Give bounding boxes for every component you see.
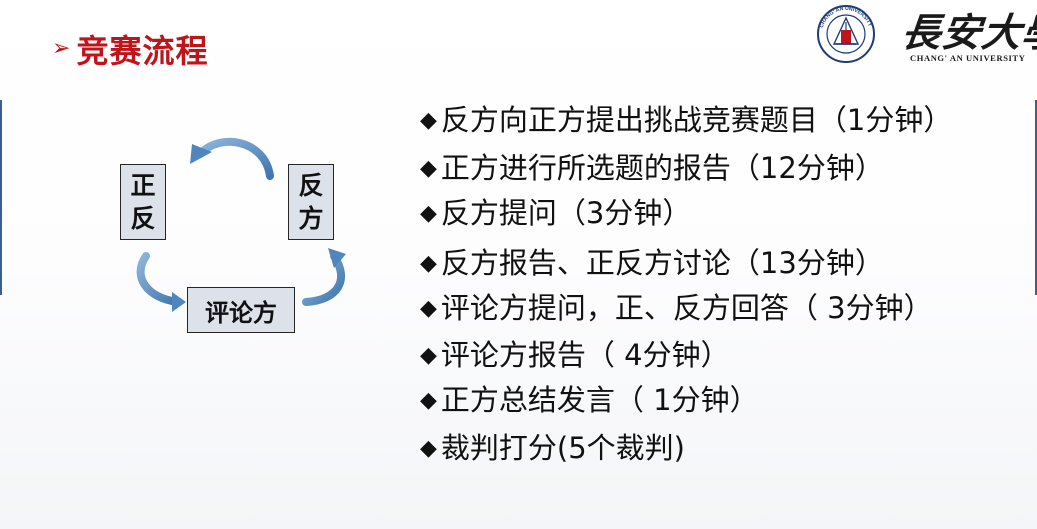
list-item: ◆裁判打分(5个裁判) bbox=[420, 431, 686, 465]
diamond-bullet-icon: ◆ bbox=[420, 156, 437, 181]
diamond-bullet-icon: ◆ bbox=[420, 201, 437, 226]
cycle-arrows bbox=[136, 137, 346, 312]
list-item: ◆正方进行所选题的报告（12分钟） bbox=[420, 151, 884, 185]
left-curved-arrow-icon bbox=[136, 252, 186, 312]
slide-title: ➢ 竞赛流程 bbox=[52, 26, 208, 72]
diamond-bullet-icon: ◆ bbox=[420, 388, 437, 413]
opponent-label-1: 反 bbox=[298, 171, 324, 200]
diamond-bullet-icon: ◆ bbox=[420, 343, 437, 368]
proponent-box: 正 反 bbox=[120, 164, 166, 240]
right-edge-bar bbox=[1035, 100, 1037, 295]
logo-chinese-name: 長安大學 bbox=[899, 10, 1037, 56]
diamond-bullet-icon: ◆ bbox=[420, 108, 437, 133]
logo-english-name: CHANG' AN UNIVERSITY bbox=[910, 53, 1026, 63]
list-item: ◆反方报告、正反方讨论（13分钟） bbox=[420, 246, 884, 280]
opponent-box: 反 方 bbox=[288, 164, 334, 240]
university-seal-icon: CHANG' AN UNIVERSITY bbox=[817, 5, 875, 63]
university-logo: CHANG' AN UNIVERSITY 長安大學 CHANG' AN UNIV… bbox=[814, 4, 1037, 64]
list-item: ◆反方向正方提出挑战竞赛题目（1分钟） bbox=[420, 103, 953, 137]
diamond-bullet-icon: ◆ bbox=[420, 251, 437, 276]
title-text: 竞赛流程 bbox=[76, 32, 209, 70]
left-edge-bar bbox=[0, 100, 2, 295]
diamond-bullet-icon: ◆ bbox=[420, 436, 437, 461]
reviewer-box: 评论方 bbox=[187, 287, 295, 333]
arrow-bullet-icon: ➢ bbox=[52, 36, 71, 61]
diamond-bullet-icon: ◆ bbox=[420, 296, 437, 321]
list-item: ◆评论方提问，正、反方回答（ 3分钟） bbox=[420, 291, 933, 325]
right-curved-arrow-icon bbox=[302, 248, 346, 306]
list-item: ◆评论方报告（ 4分钟） bbox=[420, 338, 730, 372]
list-item: ◆正方总结发言（ 1分钟） bbox=[420, 383, 759, 417]
list-item: ◆反方提问（3分钟） bbox=[420, 196, 692, 230]
top-curved-arrow-icon bbox=[190, 137, 274, 180]
proponent-label-2: 反 bbox=[130, 204, 156, 233]
proponent-label-1: 正 bbox=[130, 171, 156, 200]
opponent-label-2: 方 bbox=[298, 204, 324, 233]
reviewer-label: 评论方 bbox=[205, 298, 277, 327]
